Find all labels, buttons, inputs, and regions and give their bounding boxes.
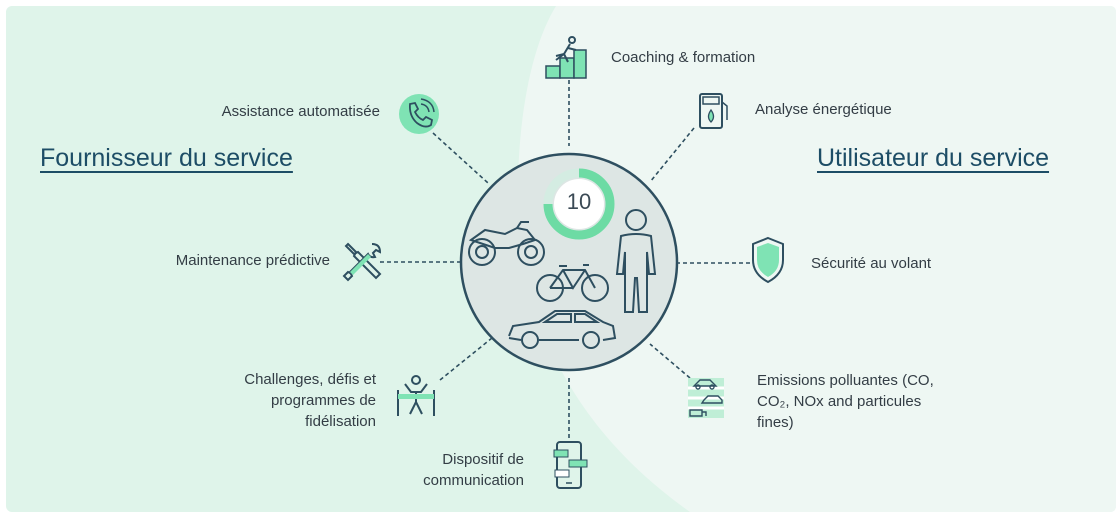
car-icon xyxy=(508,310,617,349)
energy-label: Analyse énergétique xyxy=(755,101,892,118)
person-icon xyxy=(615,209,657,313)
score-value: 10 xyxy=(566,189,592,214)
assistance-label: Assistance automatisée xyxy=(221,103,380,120)
emissions-label-line1: Emissions polluantes (CO, xyxy=(757,372,934,389)
connector-challenges xyxy=(439,337,493,381)
challenges-label-line2: programmes de xyxy=(270,392,376,409)
bicycle-icon xyxy=(536,264,609,302)
challenges-label-line1: Challenges, défis et xyxy=(244,371,376,388)
emissions-label-line2: CO₂, NOx and particules xyxy=(757,393,922,410)
device-label-line2: communication xyxy=(423,472,524,489)
phone-call-icon xyxy=(399,94,439,134)
safety-label: Sécurité au volant xyxy=(811,255,932,272)
wrench-screwdriver-icon xyxy=(342,242,382,282)
coaching-label: Coaching & formation xyxy=(611,49,756,66)
motorcycle-icon xyxy=(468,221,545,266)
smartphone-chat-icon xyxy=(553,441,588,489)
emissions-label-line3: fines) xyxy=(757,414,794,431)
maintenance-label: Maintenance prédictive xyxy=(175,252,330,269)
device-label-line1: Dispositif de xyxy=(442,451,524,468)
fuel-pump-icon xyxy=(699,93,728,129)
connector-emissions xyxy=(649,343,691,379)
connector-energy xyxy=(649,127,695,183)
score-gauge xyxy=(543,168,615,240)
user-panel xyxy=(517,6,1116,512)
connector-assistance xyxy=(432,132,489,184)
finish-line-icon xyxy=(397,375,435,416)
center-circle xyxy=(459,152,679,372)
shield-icon xyxy=(752,236,784,284)
user-heading: Utilisateur du service xyxy=(817,144,1050,172)
challenges-label-line3: fidélisation xyxy=(305,413,376,430)
traffic-emissions-icon xyxy=(688,378,724,418)
provider-heading: Fournisseur du service xyxy=(40,144,293,172)
running-stairs-icon xyxy=(545,36,587,79)
